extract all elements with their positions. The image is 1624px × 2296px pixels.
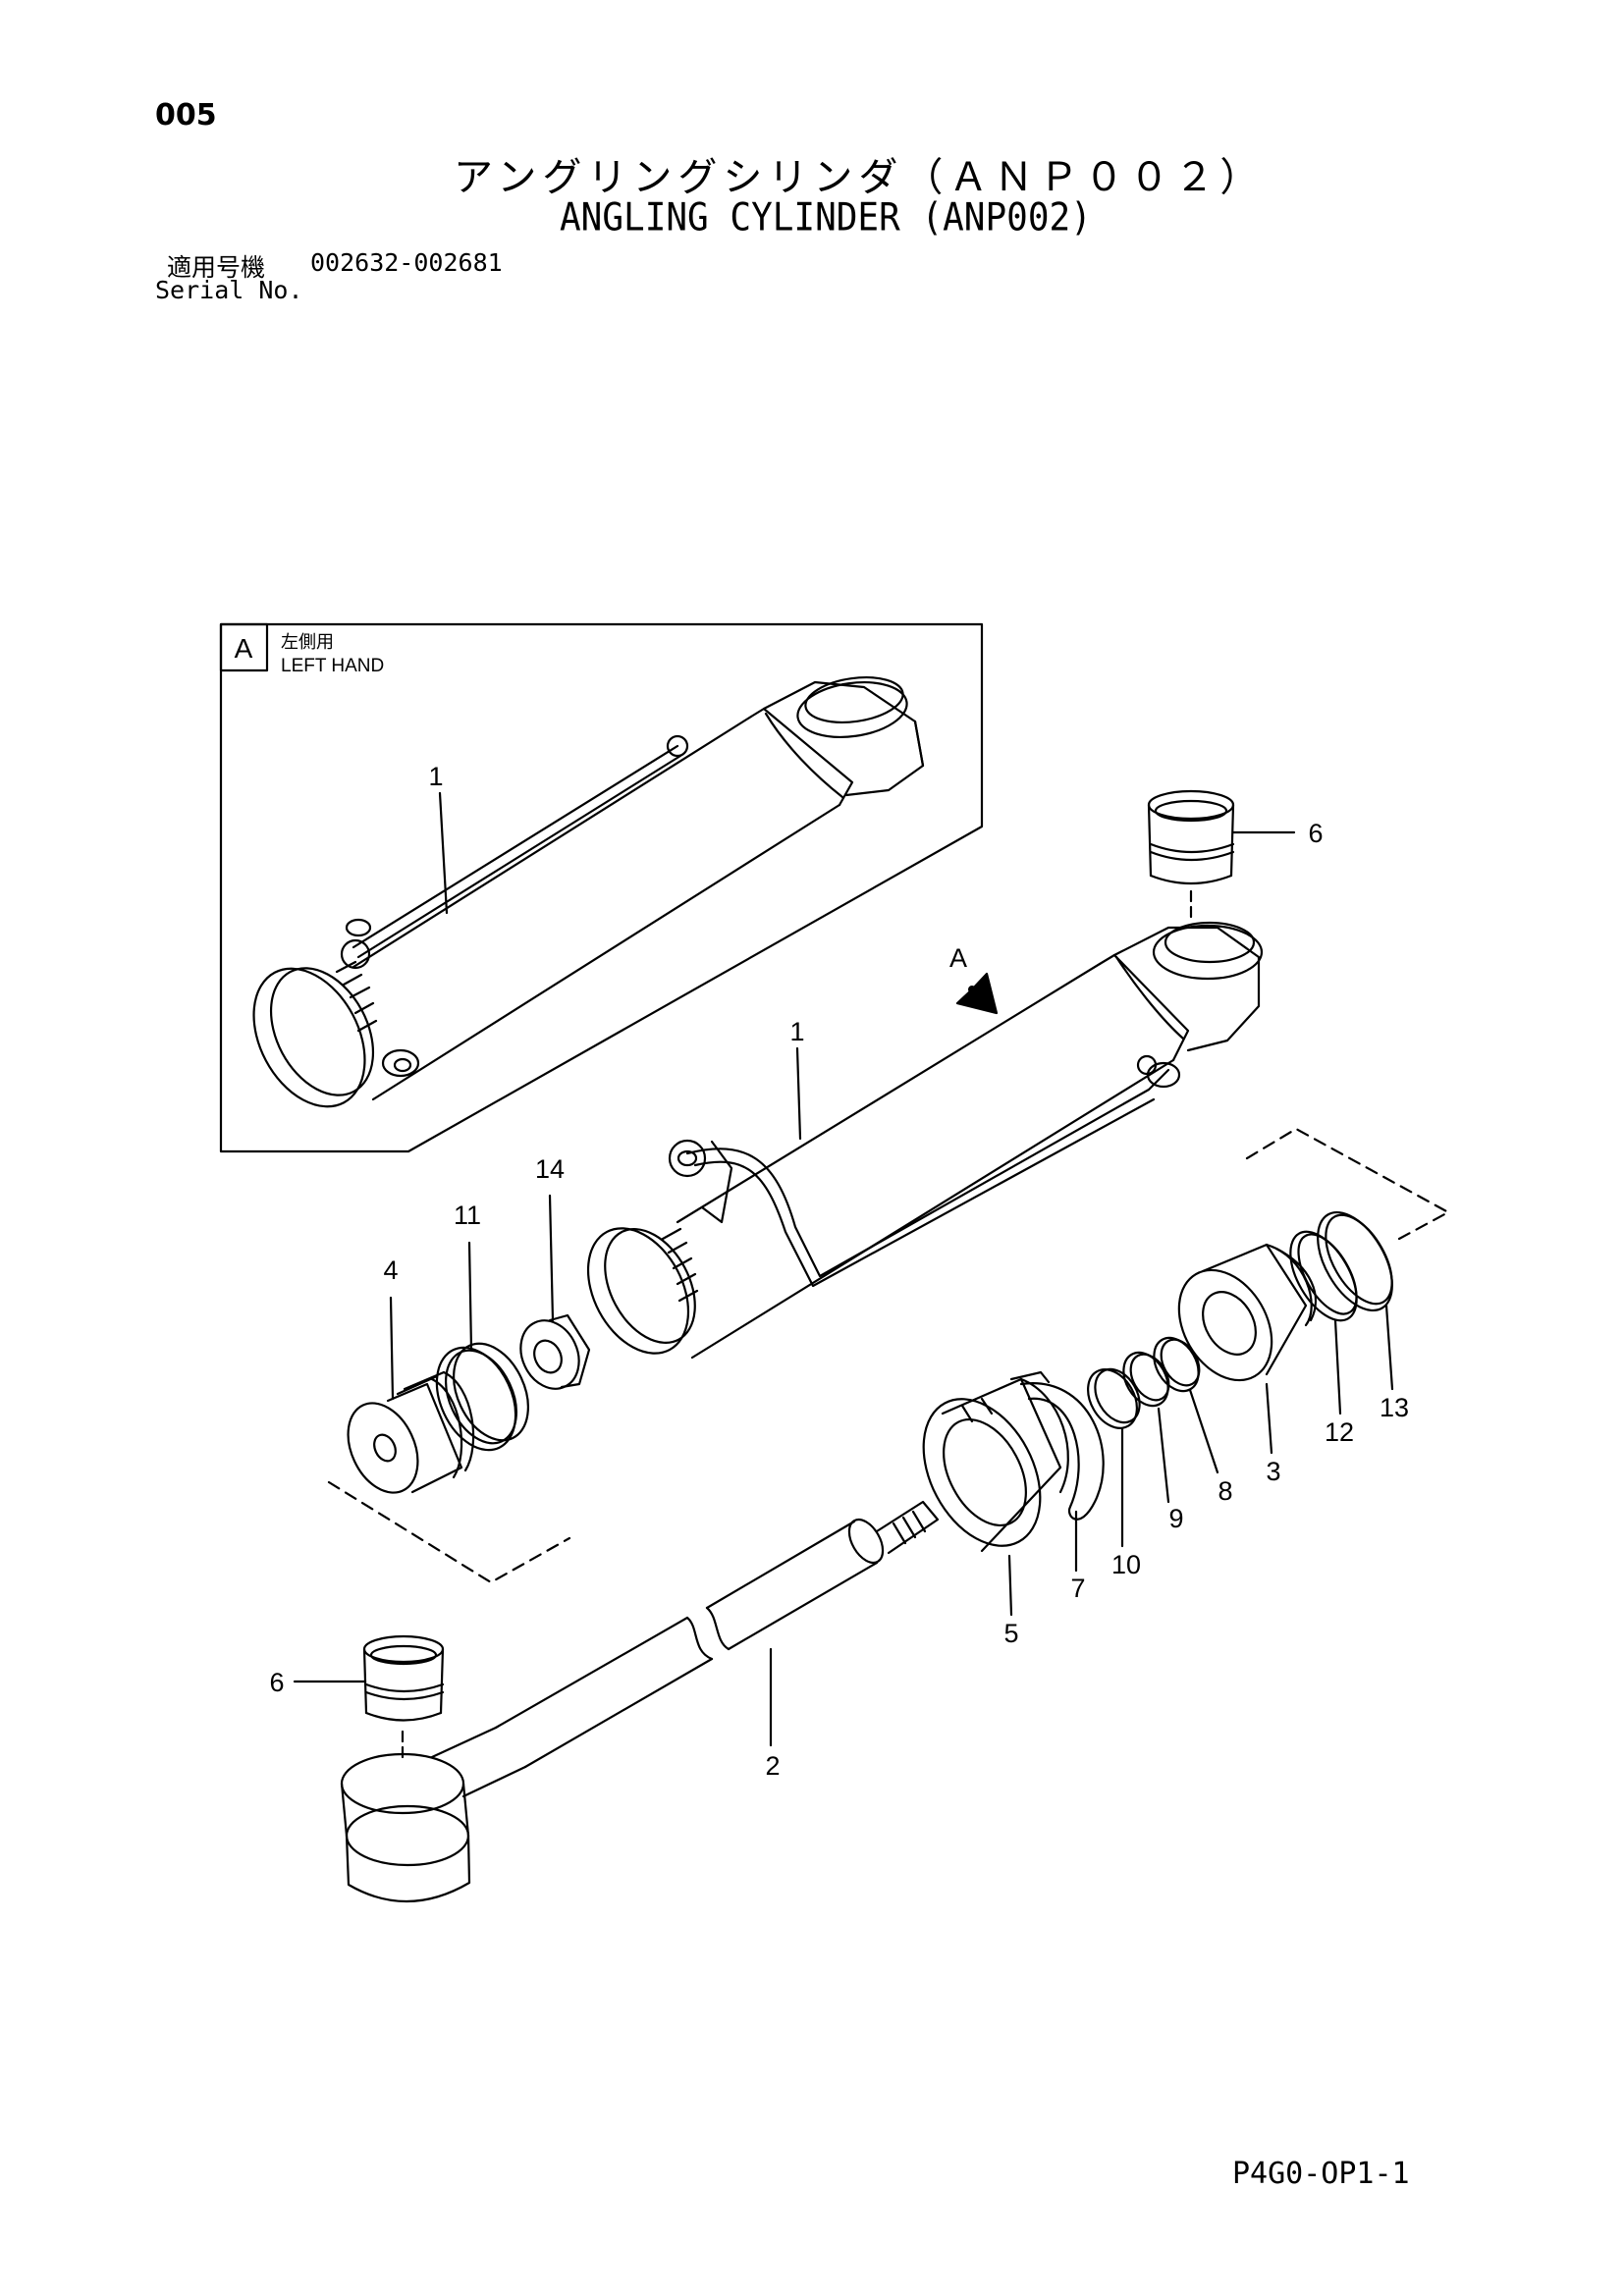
leader-12 [1333, 1318, 1342, 1415]
callout-6-top: 6 [1308, 819, 1323, 848]
leader-8 [1188, 1388, 1219, 1474]
inset-frame [219, 622, 984, 1153]
callout-8: 8 [1218, 1476, 1232, 1506]
piston-part-4 [347, 1370, 475, 1494]
callout-13: 13 [1380, 1393, 1409, 1422]
inset-callout-1: 1 [428, 762, 443, 791]
leader-1 [795, 1046, 802, 1141]
page-title-en: ANGLING CYLINDER (ANP002) [560, 196, 1092, 240]
serial-label-jp: 適用号機 [167, 253, 266, 282]
callout-5: 5 [1003, 1619, 1018, 1648]
callout-12: 12 [1325, 1417, 1354, 1447]
drawing-code: P4G0-OP1-1 [1232, 2157, 1410, 2191]
leader-9 [1157, 1407, 1170, 1504]
page-number: 005 [155, 98, 217, 133]
callout-2: 2 [765, 1751, 780, 1781]
serial-label-en: Serial No. [155, 276, 303, 304]
seal-part-8 [1153, 1336, 1201, 1393]
inset-key-box [219, 622, 269, 672]
leader-4 [389, 1296, 395, 1401]
leader-14 [548, 1194, 555, 1322]
callout-11: 11 [454, 1201, 481, 1230]
bushing-part-6-top [1147, 789, 1235, 925]
ring-part-12 [1289, 1230, 1358, 1322]
inset-leader-1 [438, 791, 449, 915]
backup-ring-part-9 [1122, 1351, 1170, 1408]
nut-part-14 [519, 1313, 591, 1390]
callout-7: 7 [1070, 1574, 1085, 1603]
callout-14: 14 [535, 1154, 565, 1184]
assembly-line-left [327, 1480, 571, 1584]
callout-6-bottom: 6 [269, 1668, 284, 1697]
seal-ring-part-11 [435, 1342, 529, 1452]
leader-3 [1265, 1382, 1273, 1455]
leader-13 [1384, 1304, 1394, 1391]
view-arrow-label: A [949, 943, 967, 973]
callout-labels: 1 2 3 4 5 6 6 7 8 9 10 11 12 13 14 [269, 819, 1409, 1781]
piston-rod-part-2 [340, 1500, 940, 1903]
inset-label-en: LEFT HAND [281, 656, 384, 676]
callout-4: 4 [383, 1255, 398, 1285]
inset-key-label: A [235, 633, 253, 664]
bushing-part-6-bottom [362, 1634, 445, 1722]
page-title-jp: アングリングシリンダ（ＡＮＰ００２） [454, 155, 1266, 200]
ring-part-13 [1317, 1210, 1393, 1312]
inset-label-jp: 左側用 [281, 632, 334, 652]
inset-left-hand: A 左側用 LEFT HAND 1 [219, 622, 984, 1153]
callout-1: 1 [789, 1017, 804, 1046]
assembly-line-right [1245, 1127, 1450, 1241]
callout-9: 9 [1168, 1504, 1183, 1533]
callout-10: 10 [1111, 1550, 1141, 1579]
snap-ring-part-7 [1009, 1370, 1105, 1521]
leader-5 [1007, 1554, 1013, 1617]
inset-cylinder-tube [252, 676, 925, 1108]
cylinder-tube-part-1 [586, 921, 1264, 1360]
cylinder-head-part-5 [922, 1377, 1069, 1553]
callout-3: 3 [1266, 1457, 1280, 1486]
serial-range: 002632-002681 [310, 248, 503, 277]
leader-11 [467, 1241, 473, 1352]
